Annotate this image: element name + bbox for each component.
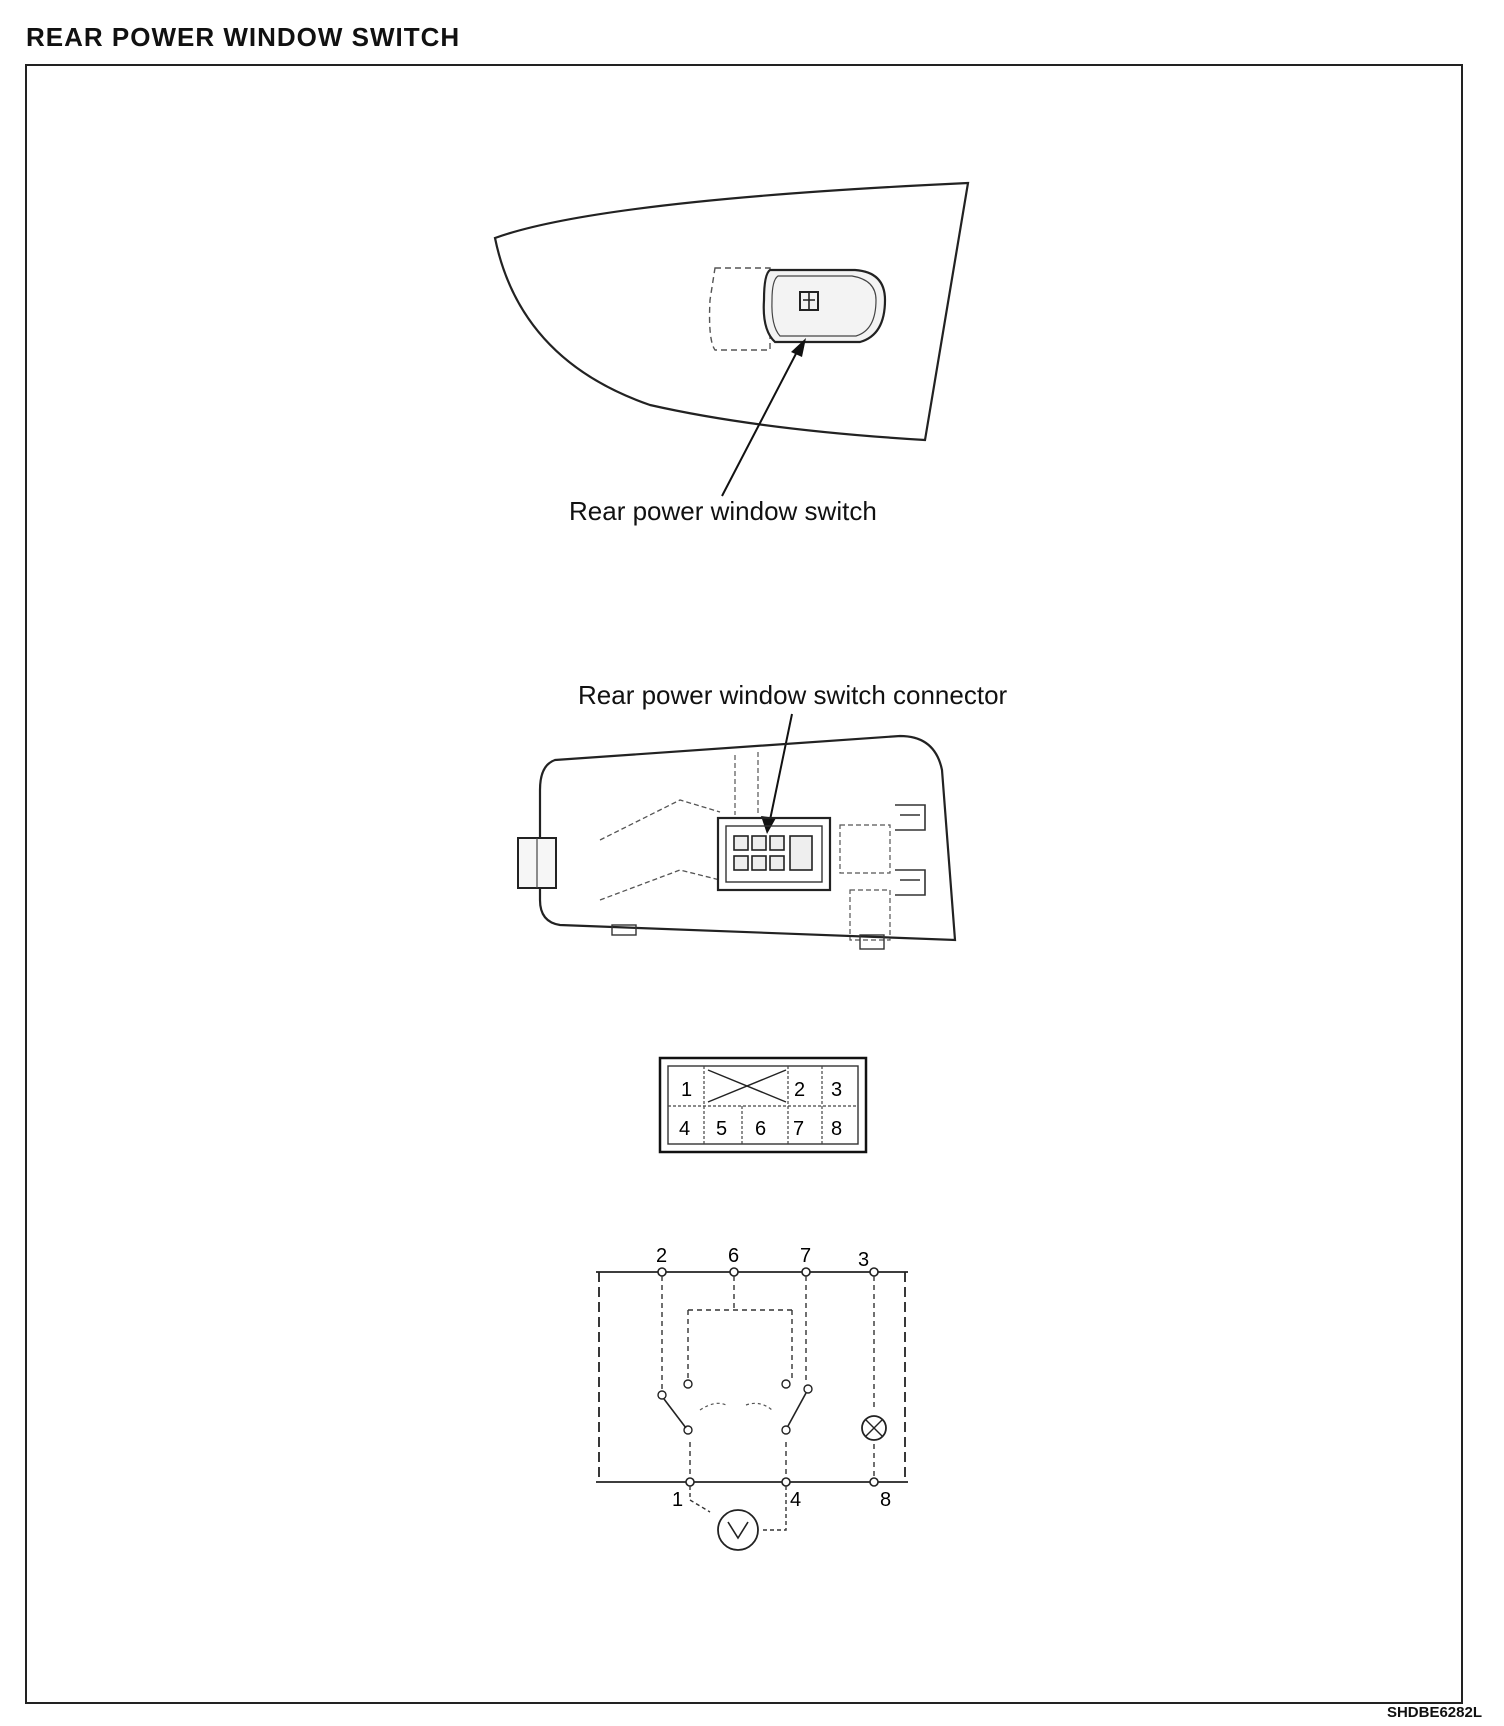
pin-label: 2 bbox=[794, 1079, 805, 1101]
connector-callout-label: Rear power window switch connector bbox=[578, 680, 1008, 710]
pin-label: 6 bbox=[755, 1118, 766, 1140]
terminal-label: 1 bbox=[672, 1489, 683, 1511]
switch-panel-illustration bbox=[493, 181, 970, 497]
pin-label: 8 bbox=[831, 1118, 842, 1140]
terminal-label: 3 bbox=[858, 1249, 869, 1271]
figure-id: SHDBE6282L bbox=[1386, 1704, 1482, 1721]
terminal-label: 8 bbox=[880, 1489, 891, 1511]
terminal-label: 2 bbox=[656, 1245, 667, 1267]
pin-label: 3 bbox=[831, 1079, 842, 1101]
motor-symbol-icon bbox=[717, 1509, 759, 1551]
terminal-label: 6 bbox=[728, 1245, 739, 1267]
window-switch-icon bbox=[762, 268, 887, 344]
pin-label: 4 bbox=[679, 1118, 690, 1140]
connector-pinout-diagram: 1 2 3 4 5 6 7 8 bbox=[658, 1056, 868, 1154]
terminal-label: 4 bbox=[790, 1489, 801, 1511]
terminal-label: 7 bbox=[800, 1245, 811, 1267]
pin-label: 5 bbox=[716, 1118, 727, 1140]
pin-label: 1 bbox=[681, 1079, 692, 1101]
switch-callout-label: Rear power window switch bbox=[569, 496, 877, 526]
figure-frame bbox=[25, 64, 1463, 1704]
lamp-symbol-icon bbox=[861, 1415, 887, 1441]
switch-circuit-schematic: 2 6 7 3 1 4 8 bbox=[596, 1245, 908, 1551]
page-title: REAR POWER WINDOW SWITCH bbox=[26, 22, 461, 52]
connector-housing-illustration bbox=[517, 713, 957, 950]
pin-label: 7 bbox=[793, 1118, 804, 1140]
